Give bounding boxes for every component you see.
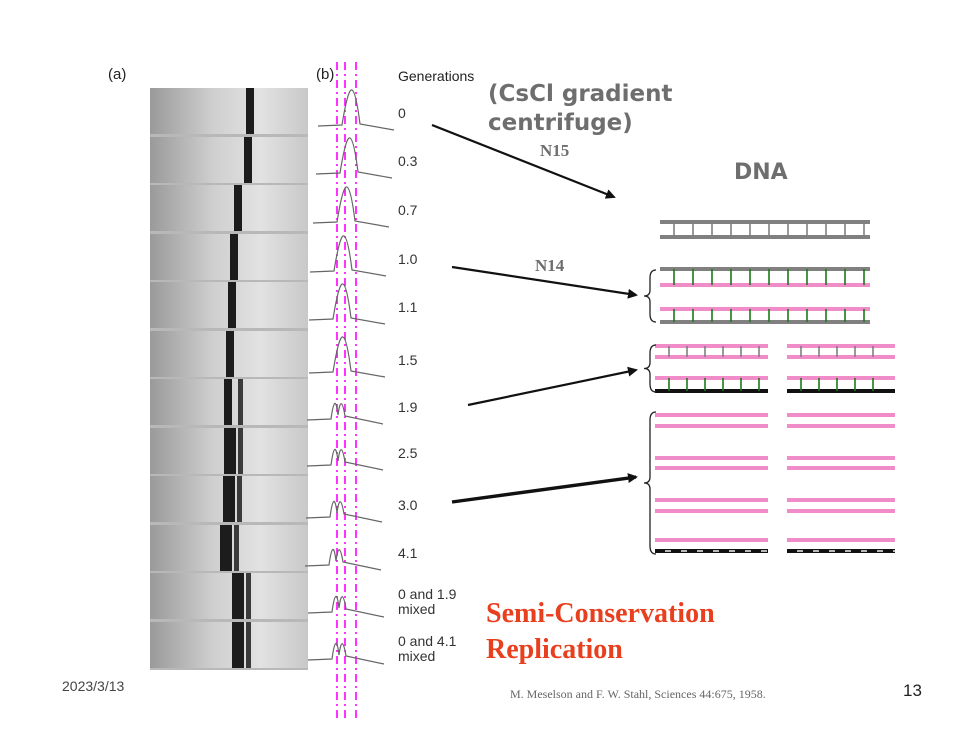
- gel-band: [244, 136, 252, 183]
- gel-image-panel: [150, 88, 308, 670]
- density-peak: [304, 548, 382, 571]
- gel-band: [228, 282, 236, 328]
- gel-strip: [150, 185, 308, 231]
- density-peak: [307, 642, 385, 665]
- generation-label: 1.1: [398, 299, 418, 315]
- gel-band: [232, 621, 244, 668]
- generation-label: 1.5: [398, 352, 418, 368]
- slide-date: 2023/3/13: [62, 678, 125, 694]
- gel-band: [234, 524, 239, 571]
- guide-lines: [336, 62, 357, 722]
- density-peak: [305, 500, 383, 523]
- generation-label: 0.3: [398, 153, 418, 169]
- arrow: [451, 265, 638, 299]
- density-peak: [306, 448, 384, 471]
- gel-strip: [150, 573, 308, 619]
- gel-strip: [150, 136, 308, 183]
- density-peak: [308, 336, 386, 378]
- generation-label: 0.7: [398, 202, 418, 218]
- gel-strip: [150, 282, 308, 328]
- arrows: [431, 123, 638, 504]
- generation-label: 3.0: [398, 497, 418, 513]
- density-peak: [315, 137, 393, 179]
- density-peak: [317, 89, 395, 131]
- gel-band: [238, 427, 243, 474]
- dna-diagram: [643, 220, 899, 555]
- brace: [643, 269, 657, 323]
- gel-band: [246, 573, 251, 619]
- density-peak: [308, 283, 386, 325]
- gel-strip: [150, 427, 308, 474]
- gel-band: [246, 88, 254, 134]
- density-peak: [309, 235, 387, 277]
- citation: M. Meselson and F. W. Stahl, Sciences 44…: [510, 687, 766, 701]
- gel-strip: [150, 88, 308, 134]
- brace: [643, 411, 657, 555]
- arrow: [451, 473, 638, 504]
- gel-strip: [150, 476, 308, 522]
- method-label: (CsCl gradient centrifuge): [488, 81, 673, 136]
- gel-band: [230, 233, 238, 280]
- gel-band: [224, 427, 236, 474]
- density-peak: [307, 595, 385, 618]
- gel-strip: [150, 524, 308, 571]
- gel-strip: [150, 233, 308, 280]
- gel-strip: [150, 621, 308, 668]
- gel-band: [246, 621, 251, 668]
- gel-band: [226, 330, 234, 377]
- brace: [643, 344, 657, 393]
- density-peaks: [304, 89, 395, 665]
- isotope-light-label: N14: [535, 256, 565, 275]
- gel-band: [234, 185, 242, 231]
- generation-label: 0: [398, 105, 406, 121]
- arrow: [431, 123, 616, 199]
- dna-heading: DNA: [734, 160, 788, 185]
- gel-band: [223, 476, 235, 522]
- panel-b-label: (b): [316, 66, 335, 83]
- isotope-heavy-label: N15: [540, 141, 570, 160]
- density-peak: [306, 402, 384, 425]
- gel-band: [224, 379, 232, 425]
- gel-band: [238, 379, 243, 425]
- generation-label: 0 and 1.9 mixed: [398, 586, 457, 617]
- gel-strip: [150, 330, 308, 377]
- gel-strip: [150, 379, 308, 425]
- conclusion-title: Semi-Conservation Replication: [486, 598, 715, 665]
- panel-a-label: (a): [108, 66, 127, 83]
- arrow: [467, 366, 638, 407]
- generation-label: 0 and 4.1 mixed: [398, 633, 457, 664]
- generation-label: 4.1: [398, 545, 418, 561]
- generation-label: 1.9: [398, 399, 418, 415]
- generation-label: 2.5: [398, 445, 418, 461]
- generations-heading: Generations: [398, 68, 475, 84]
- density-peak: [312, 186, 390, 228]
- gel-band: [237, 476, 242, 522]
- gel-band: [232, 573, 244, 619]
- generation-label: 1.0: [398, 251, 418, 267]
- page-number: 13: [903, 681, 922, 700]
- gel-band: [220, 524, 232, 571]
